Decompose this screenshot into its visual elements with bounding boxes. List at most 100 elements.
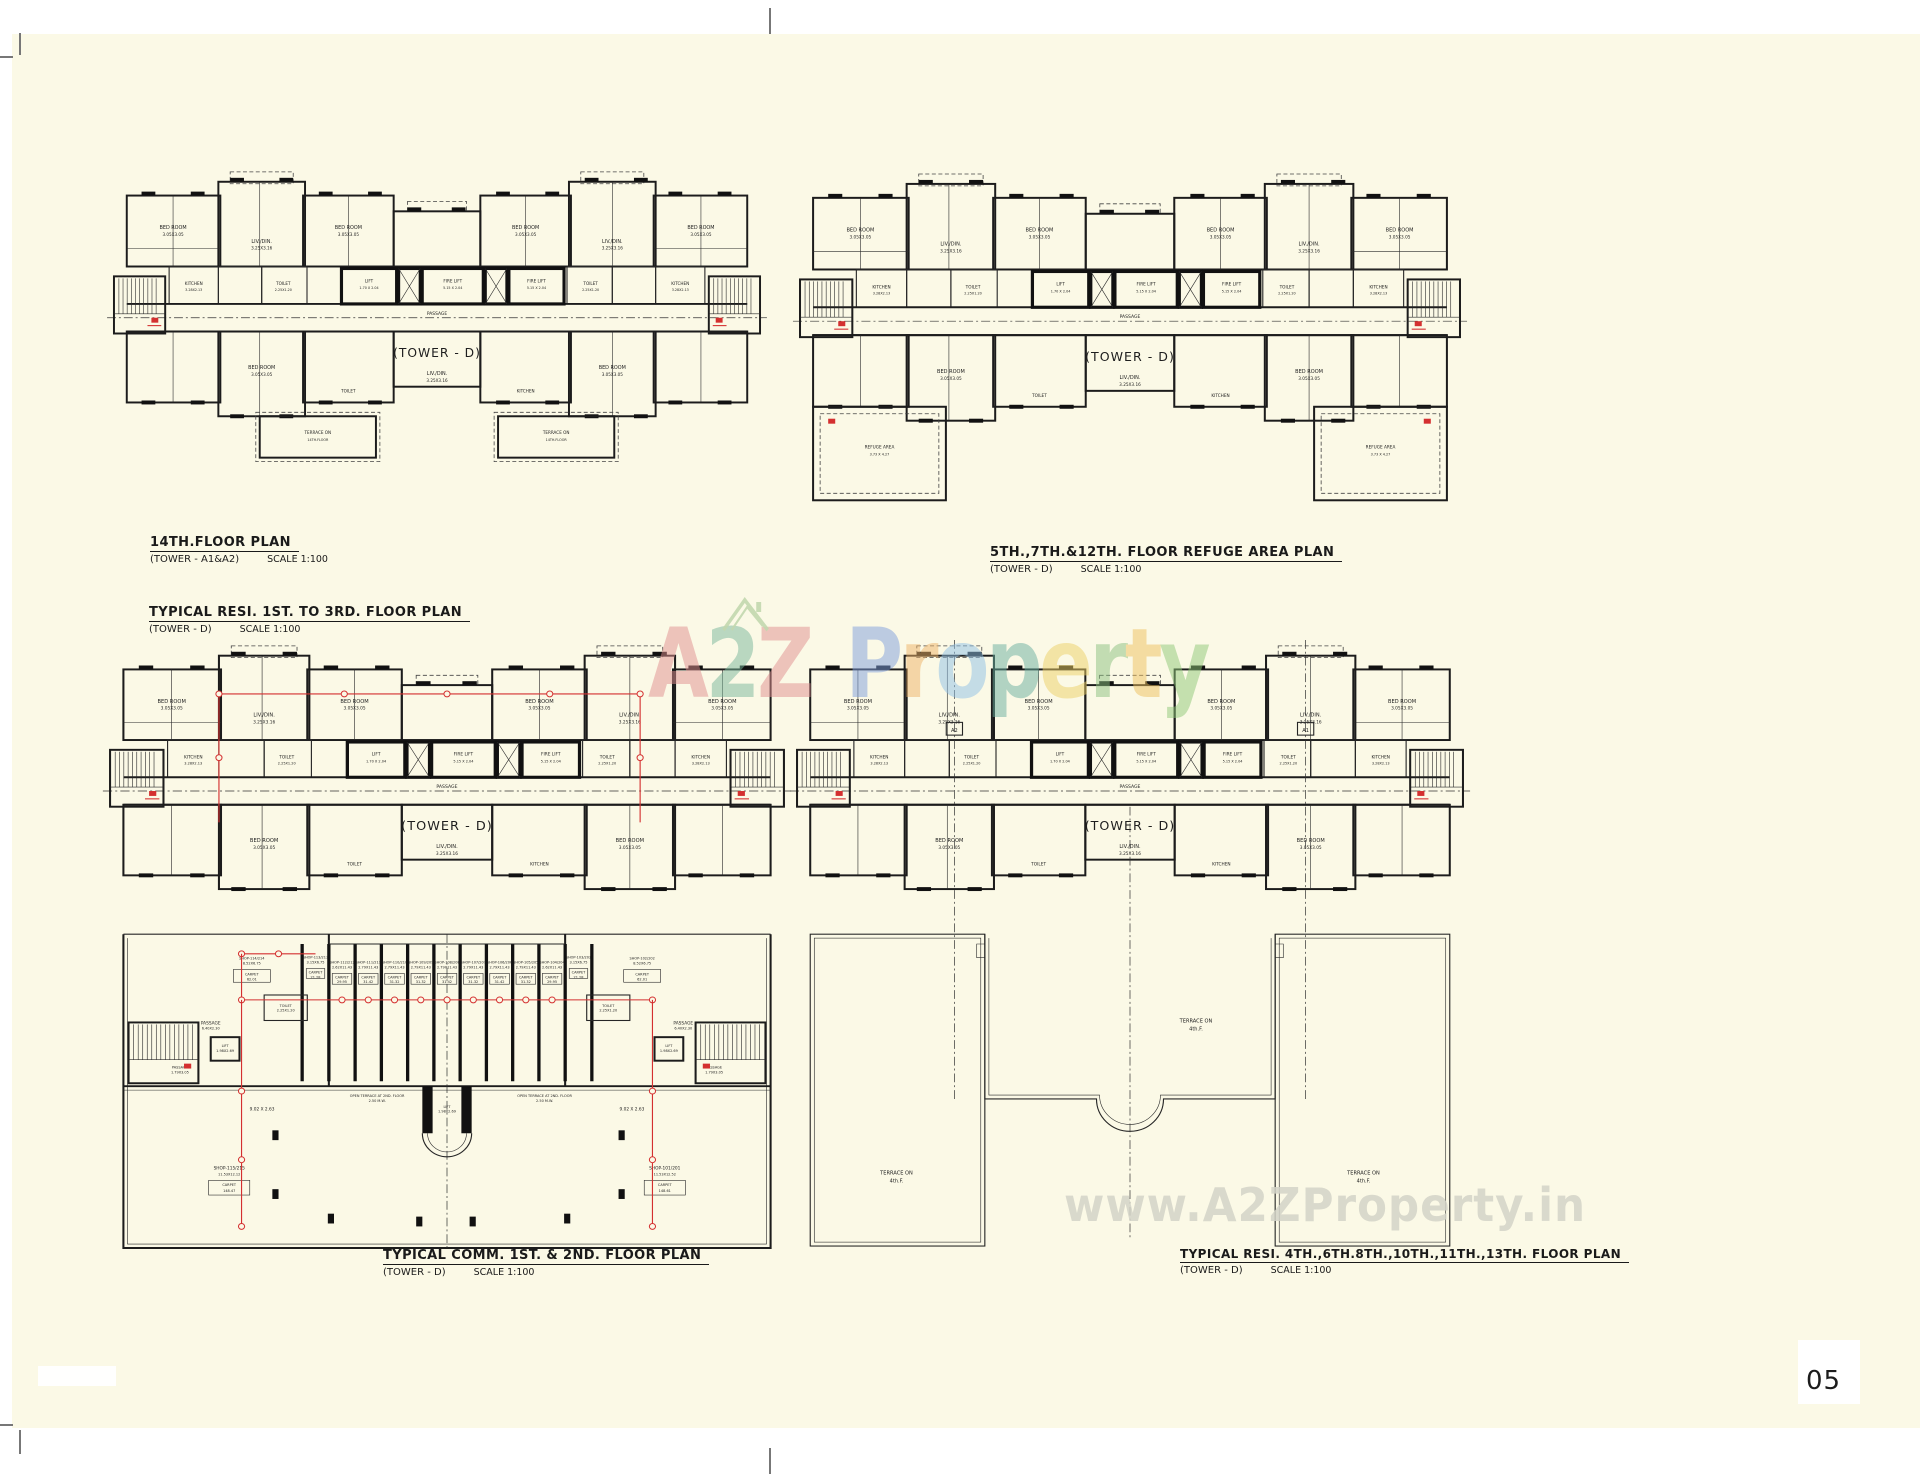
svg-text:TOILET: TOILET (582, 281, 598, 286)
svg-text:2.79X11.43: 2.79X11.43 (358, 966, 378, 970)
scan-artifact-patch (38, 1366, 116, 1386)
svg-text:2.62X11.43: 2.62X11.43 (332, 966, 352, 970)
svg-text:3.15X6.75: 3.15X6.75 (570, 961, 588, 965)
svg-text:LIV./DIN.: LIV./DIN. (427, 371, 448, 377)
svg-text:FIRE LIFT: FIRE LIFT (1223, 752, 1243, 757)
svg-text:2.25X1.20: 2.25X1.20 (275, 288, 292, 292)
svg-text:TOILET: TOILET (1030, 862, 1046, 867)
crop-mark-bottom-left-v (19, 1430, 21, 1454)
svg-text:2.79X11.43: 2.79X11.43 (437, 966, 457, 970)
svg-text:BED ROOM: BED ROOM (599, 365, 626, 371)
svg-text:CARPET: CARPET (309, 970, 324, 974)
svg-text:PASSAGE: PASSAGE (172, 1066, 188, 1070)
svg-text:14TH.FLOOR: 14TH.FLOOR (546, 438, 568, 442)
svg-text:SHOP-103/203: SHOP-103/203 (566, 956, 591, 960)
plan-title-resi-4-13-text: TYPICAL RESI. 4TH.,6TH.8TH.,10TH.,11TH.,… (1180, 1247, 1630, 1263)
svg-text:8.52X6.75: 8.52X6.75 (633, 962, 651, 966)
svg-text:FIRE LIFT: FIRE LIFT (443, 278, 462, 283)
svg-text:KITCHEN: KITCHEN (185, 281, 203, 286)
svg-text:3.05X3.05: 3.05X3.05 (1300, 845, 1322, 850)
svg-text:TERRACE ON: TERRACE ON (542, 430, 570, 435)
svg-text:BED ROOM: BED ROOM (335, 225, 362, 231)
svg-text:3.05X3.05: 3.05X3.05 (690, 232, 712, 237)
svg-text:(TOWER - D): (TOWER - D) (401, 819, 493, 834)
svg-text:3.05X3.05: 3.05X3.05 (847, 706, 869, 711)
scale-label: SCALE 1:100 (1270, 1265, 1332, 1276)
svg-text:2.25X1.20: 2.25X1.20 (964, 291, 982, 295)
svg-text:3.05X3.05: 3.05X3.05 (938, 845, 960, 850)
svg-text:A1: A1 (1302, 728, 1309, 734)
svg-text:3.05X3.05: 3.05X3.05 (1298, 376, 1320, 381)
svg-text:FIRE LIFT: FIRE LIFT (1137, 281, 1157, 286)
svg-text:2.25X1.20: 2.25X1.20 (599, 1009, 617, 1013)
svg-text:14TH.FLOOR: 14TH.FLOOR (307, 438, 329, 442)
svg-text:LIV./DIN.: LIV./DIN. (940, 242, 961, 248)
crop-mark-bottom-middle (769, 1448, 771, 1474)
svg-text:TOILET: TOILET (279, 1004, 293, 1008)
svg-text:BED ROOM: BED ROOM (1207, 699, 1235, 705)
svg-text:BED ROOM: BED ROOM (1295, 369, 1323, 375)
svg-text:BED ROOM: BED ROOM (935, 838, 963, 844)
svg-text:OPEN TERRACE AT 2ND. FLOOR: OPEN TERRACE AT 2ND. FLOOR (350, 1094, 405, 1098)
svg-text:3.05X3.05: 3.05X3.05 (343, 706, 365, 711)
page-number: 05 (1806, 1366, 1842, 1396)
svg-text:3.28X2.13: 3.28X2.13 (185, 288, 202, 292)
scale-label: SCALE 1:100 (473, 1267, 535, 1278)
svg-text:LIFT: LIFT (365, 278, 374, 283)
svg-text:1.98X2.69: 1.98X2.69 (216, 1049, 234, 1053)
svg-text:TOILET: TOILET (1031, 393, 1047, 398)
svg-text:3.25X3.16: 3.25X3.16 (251, 246, 273, 251)
svg-text:CARPET: CARPET (635, 972, 650, 976)
svg-text:TOILET: TOILET (340, 389, 356, 394)
svg-text:3.25X3.16: 3.25X3.16 (1298, 249, 1320, 254)
svg-text:CARPET: CARPET (545, 975, 560, 979)
svg-text:3.25X3.16: 3.25X3.16 (1119, 382, 1141, 387)
svg-text:LIV./DIN.: LIV./DIN. (436, 844, 458, 850)
svg-text:FIRE LIFT: FIRE LIFT (1222, 281, 1242, 286)
svg-text:29.95: 29.95 (547, 980, 557, 984)
svg-text:CARPET: CARPET (361, 975, 376, 979)
svg-text:2.25X1.20: 2.25X1.20 (963, 762, 981, 766)
svg-text:TOILET: TOILET (1280, 755, 1296, 760)
svg-text:CARPET: CARPET (388, 975, 403, 979)
svg-text:148.61: 148.61 (659, 1189, 671, 1193)
svg-text:TOILET: TOILET (963, 755, 979, 760)
plan-title-resi-1-3-sub: (TOWER - D)SCALE 1:100 (149, 624, 470, 635)
svg-text:SHOP-105/205: SHOP-105/205 (513, 961, 538, 965)
svg-text:TERRACE ON: TERRACE ON (304, 430, 332, 435)
svg-text:6.40X2.30: 6.40X2.30 (674, 1026, 692, 1030)
svg-text:KITCHEN: KITCHEN (530, 862, 549, 867)
svg-text:3.05X3.05: 3.05X3.05 (1389, 235, 1411, 240)
svg-text:1.70 X 2.04: 1.70 X 2.04 (366, 760, 386, 764)
svg-text:62.01: 62.01 (247, 977, 257, 981)
svg-text:5.15 X 2.04: 5.15 X 2.04 (1223, 760, 1243, 764)
tower-label: (TOWER - D) (1180, 1265, 1243, 1276)
svg-text:31.32: 31.32 (468, 980, 478, 984)
svg-text:3.28X2.13: 3.28X2.13 (672, 288, 689, 292)
svg-text:1.70 X 2.04: 1.70 X 2.04 (1051, 289, 1071, 293)
svg-text:9.02 X 2.63: 9.02 X 2.63 (619, 1107, 644, 1112)
svg-text:3.28X2.13: 3.28X2.13 (1372, 762, 1390, 766)
svg-text:3.05X3.05: 3.05X3.05 (515, 232, 537, 237)
svg-text:3.05X3.05: 3.05X3.05 (253, 845, 275, 850)
svg-text:LIFT: LIFT (222, 1044, 230, 1048)
svg-text:LIV./DIN.: LIV./DIN. (253, 713, 275, 719)
svg-text:CARPET: CARPET (493, 975, 508, 979)
svg-text:KITCHEN: KITCHEN (1211, 393, 1229, 398)
plan-title-comm: TYPICAL COMM. 1ST. & 2ND. FLOOR PLAN (TO… (383, 1244, 710, 1278)
svg-text:2.79X11.43: 2.79X11.43 (411, 966, 431, 970)
svg-text:6.40X2.30: 6.40X2.30 (202, 1026, 220, 1030)
svg-text:(TOWER - D): (TOWER - D) (1085, 818, 1176, 833)
svg-text:BED ROOM: BED ROOM (512, 225, 539, 231)
svg-text:BED ROOM: BED ROOM (846, 228, 874, 234)
tower-label: (TOWER - D) (149, 624, 212, 635)
svg-text:3.05X3.05: 3.05X3.05 (1391, 706, 1413, 711)
svg-text:LIFT: LIFT (1056, 752, 1065, 757)
plan-title-14th-text: 14TH.FLOOR PLAN (150, 535, 299, 552)
svg-text:BED ROOM: BED ROOM (844, 699, 872, 705)
svg-text:TERRACE ON: TERRACE ON (1179, 1019, 1213, 1025)
svg-text:2.62X11.43: 2.62X11.43 (542, 966, 562, 970)
